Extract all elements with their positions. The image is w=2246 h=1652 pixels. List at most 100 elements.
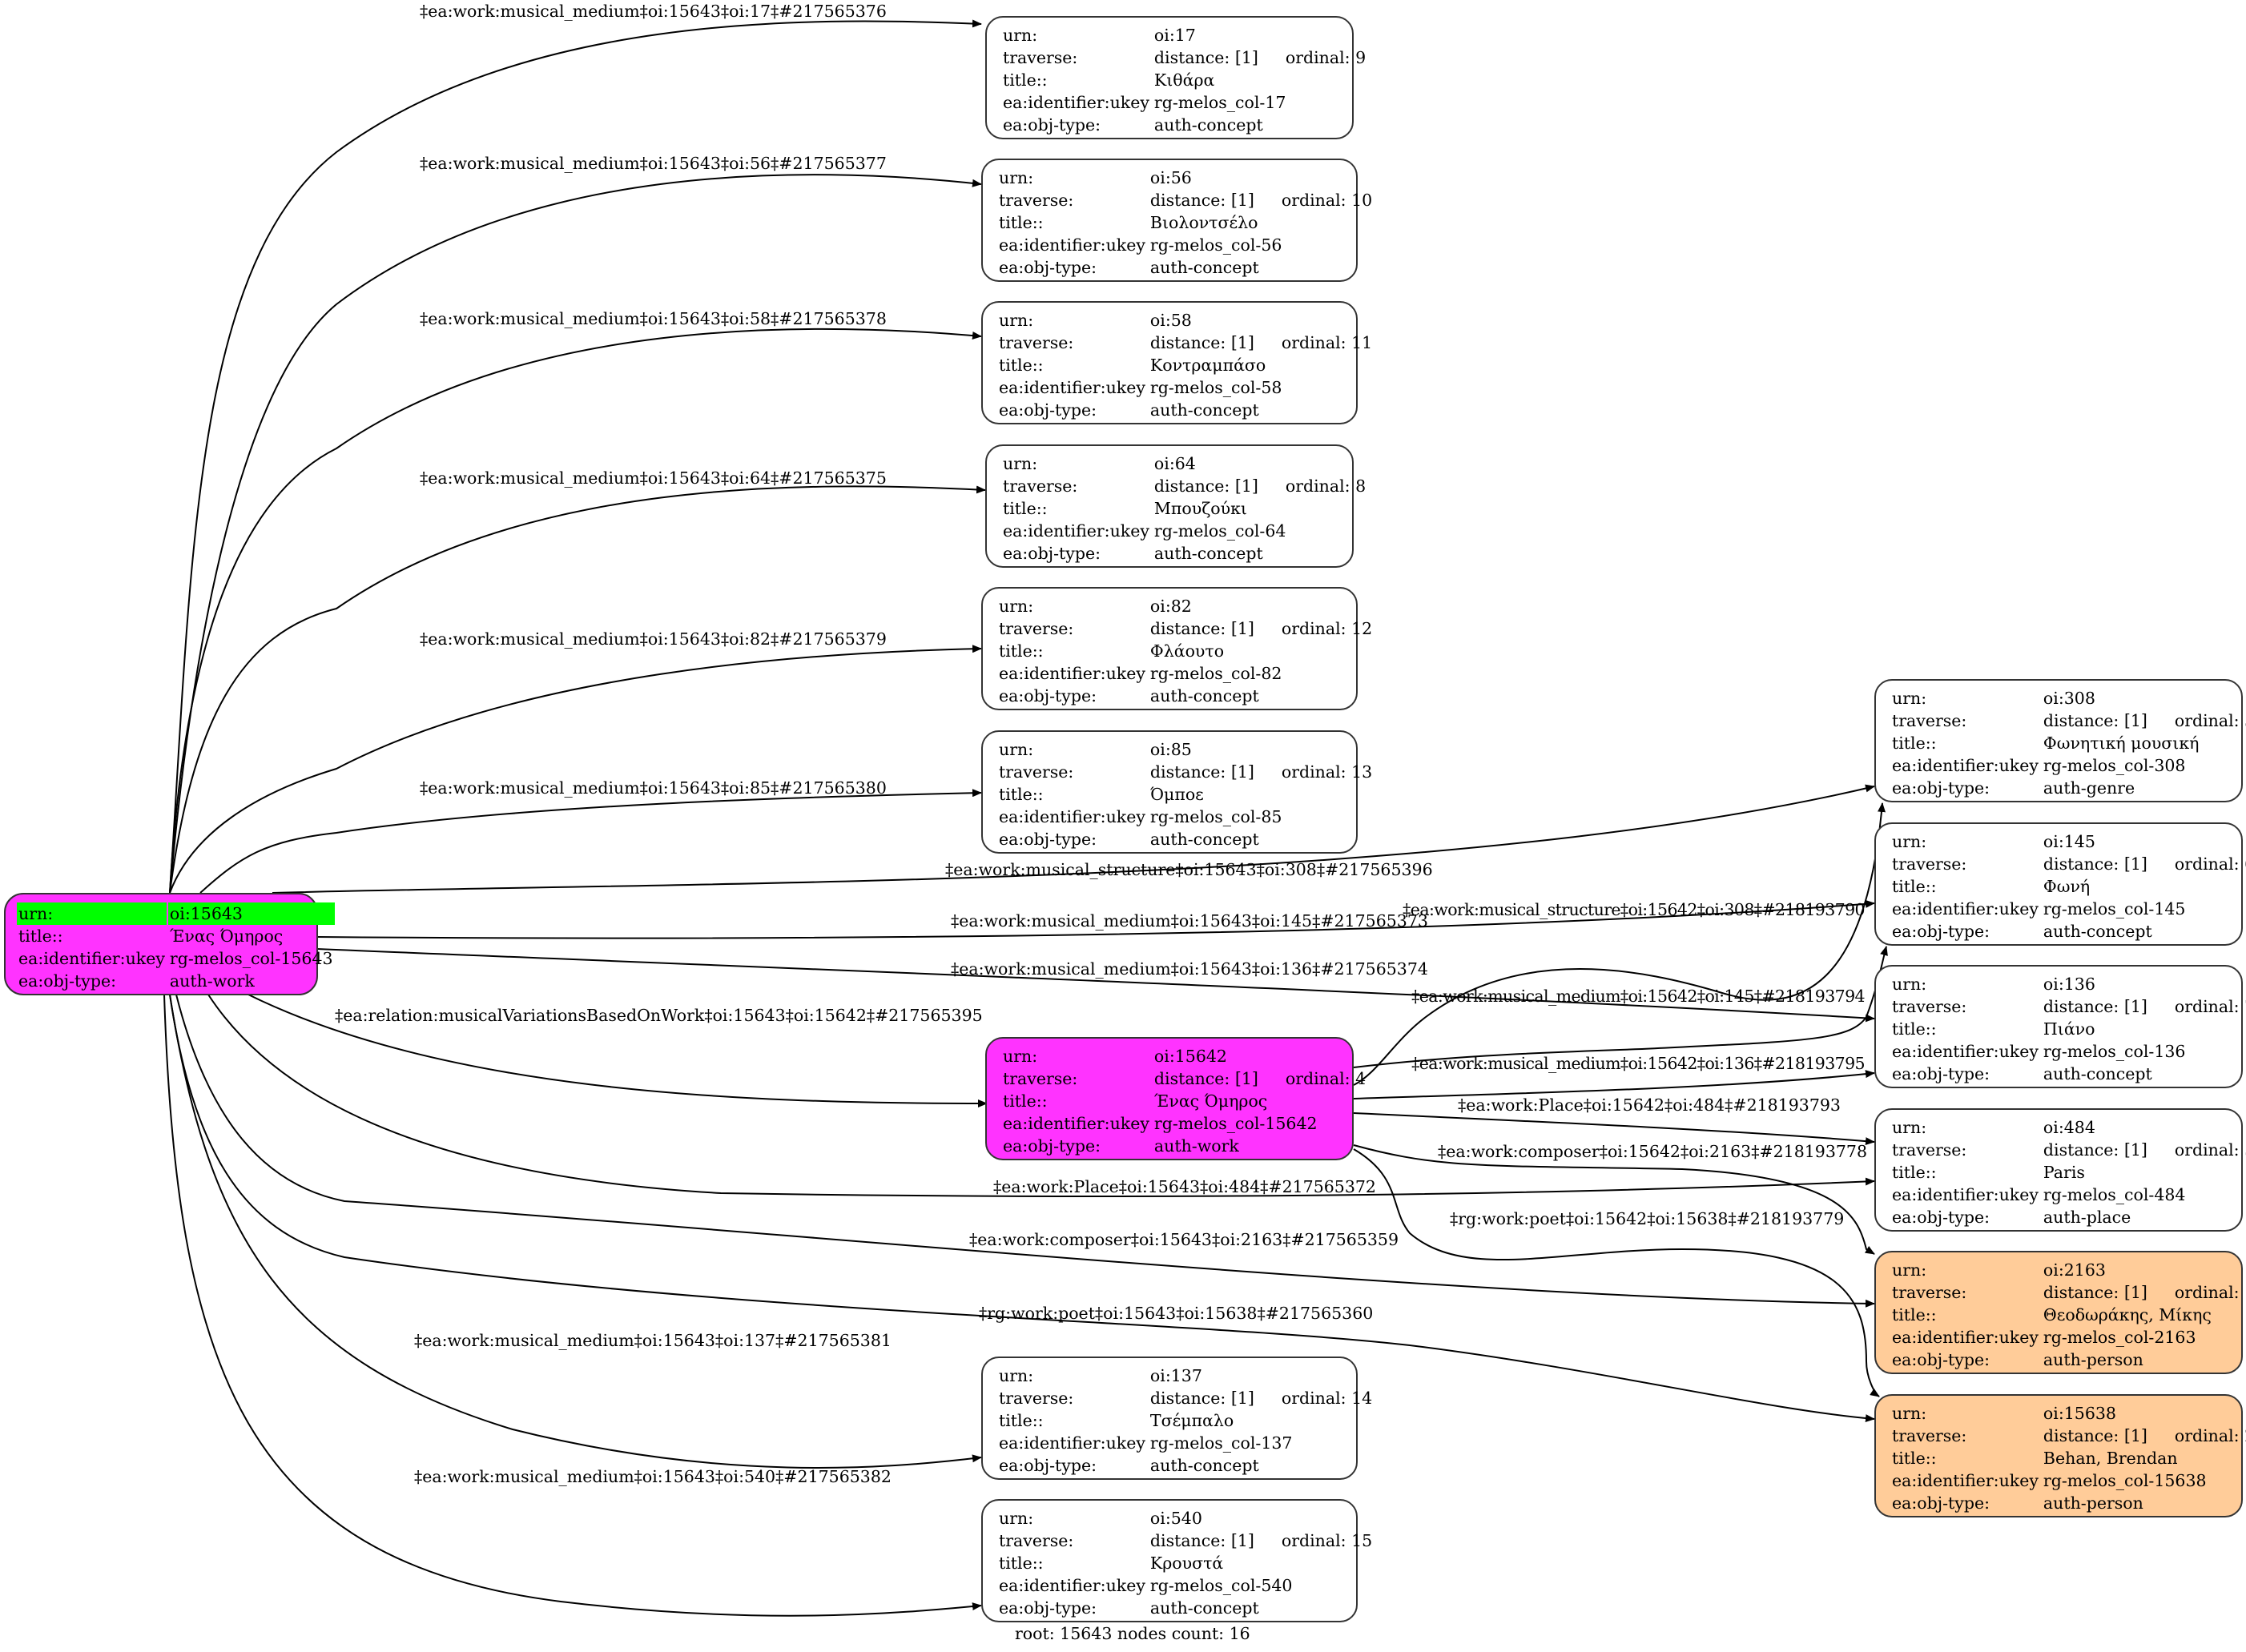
node-distance: distance: [1] [2043,997,2147,1016]
field-label: traverse: [1003,476,1078,496]
field-label: traverse: [1003,48,1078,67]
edge-15642-308[interactable] [1353,802,1886,1086]
node-ordinal: ordinal: 3 [2174,711,2246,730]
edge-label: ‡ea:work:musical_medium‡oi:15643‡oi:136‡… [951,959,1428,979]
node-ordinal: ordinal: 13 [1281,762,1373,782]
node-ordinal: ordinal: 12 [1281,619,1373,638]
graph-node-root[interactable]: urn:oi:15643 title::Ένας Όμηρος ea:ident… [4,893,335,995]
node-urn: oi:15643 [167,902,335,925]
node-ukey: rg-melos_col-58 [1149,378,1282,397]
edge-15642-484[interactable] [1353,1112,1875,1146]
field-label: title:: [999,641,1044,661]
edge-15643-540[interactable] [163,994,982,1617]
node-urn: oi:484 [2043,1118,2095,1137]
field-label: title:: [999,356,1044,375]
edge-15643-56[interactable] [169,174,982,894]
edge-15642-2163[interactable] [1353,1144,1875,1255]
field-label: ea:obj-type: [999,686,1097,705]
field-label: ea:obj-type: [1892,1350,1990,1369]
node-distance: distance: [1] [1149,191,1254,210]
edge-15642-15638[interactable] [1353,1148,1880,1397]
edge-15643-145[interactable] [316,899,1875,939]
node-distance: distance: [1] [2043,1140,2147,1160]
field-label: ea:identifier:ukey [18,949,165,968]
edge-15642-145[interactable] [1353,946,1888,1068]
node-urn: oi:137 [1149,1366,1202,1385]
edge-15643-15642[interactable] [248,994,988,1107]
field-label: ea:identifier:ukey [1892,1471,2039,1490]
field-label: title:: [1892,734,1937,753]
field-label: ea:identifier:ukey [999,807,1145,826]
edge-15643-136[interactable] [316,948,1875,1023]
node-objtype: auth-concept [1149,686,1259,705]
edge-15642-136[interactable] [1353,1070,1875,1099]
node-title: Κρουστά [1149,1554,1224,1573]
node-objtype: auth-concept [1149,1598,1259,1618]
field-label: urn: [1892,975,1927,994]
field-label: title:: [1892,1305,1937,1324]
edge-15643-484[interactable] [207,994,1875,1198]
node-ukey: rg-melos_col-137 [1149,1433,1293,1453]
field-label: ea:obj-type: [1892,922,1990,941]
node-distance: distance: [1] [1149,619,1254,638]
edge-label: ‡rg:work:poet‡oi:15643‡oi:15638‡#2175653… [979,1304,1374,1323]
edge-label: ‡ea:work:musical_medium‡oi:15643‡oi:137‡… [414,1331,892,1350]
edge-15643-137[interactable] [169,994,982,1469]
field-label: traverse: [999,619,1074,638]
node-urn: oi:136 [2043,975,2095,994]
node-distance: distance: [1] [1149,333,1254,352]
field-label: ea:identifier:ukey [1003,93,1149,112]
node-title: Μπουζούκι [1153,499,1247,518]
node-urn: oi:145 [2043,832,2095,851]
field-label: title:: [1892,877,1937,896]
node-ukey: rg-melos_col-85 [1149,807,1282,826]
edge-15643-64[interactable] [169,485,986,894]
field-label: ea:identifier:ukey [1892,1328,2039,1347]
node-distance: distance: [1] [1149,762,1254,782]
node-ukey: rg-melos_col-145 [2043,899,2186,918]
field-label: traverse: [999,1531,1074,1550]
field-label: ea:identifier:ukey [1892,756,2039,775]
edge-label: ‡ea:work:musical_structure‡oi:15642‡oi:3… [1403,900,1865,919]
node-title: Κιθάρα [1153,70,1215,90]
field-label: ea:obj-type: [999,1598,1097,1618]
node-distance: distance: [1] [1149,1389,1254,1408]
edge-label: ‡ea:work:musical_medium‡oi:15643‡oi:58‡#… [420,309,887,328]
node-title: Behan, Brendan [2043,1449,2178,1468]
edge-15643-308[interactable] [272,784,1875,894]
node-ordinal: ordinal: 15 [1281,1531,1373,1550]
node-distance: distance: [1] [1153,1069,1258,1088]
field-label: title:: [999,1554,1044,1573]
edge-15643-15638[interactable] [169,994,1875,1423]
node-distance: distance: [1] [2043,854,2147,874]
field-label: title:: [1003,1091,1048,1111]
node-urn: oi:2163 [2043,1260,2106,1280]
field-label: title:: [1003,70,1048,90]
node-ukey: rg-melos_col-2163 [2043,1328,2196,1347]
edge-15643-82[interactable] [169,645,982,894]
edge-15643-17[interactable] [169,19,982,894]
node-ukey: rg-melos_col-15638 [2043,1471,2207,1490]
edge-15643-58[interactable] [169,328,982,894]
edge-15643-85[interactable] [199,789,982,894]
field-label: ea:identifier:ukey [1892,1185,2039,1204]
edge-15643-2163[interactable] [175,994,1875,1308]
edge-label: ‡ea:work:musical_medium‡oi:15643‡oi:85‡#… [420,778,887,798]
field-label: ea:obj-type: [18,971,116,991]
node-ordinal: ordinal: 6 [2174,854,2246,874]
